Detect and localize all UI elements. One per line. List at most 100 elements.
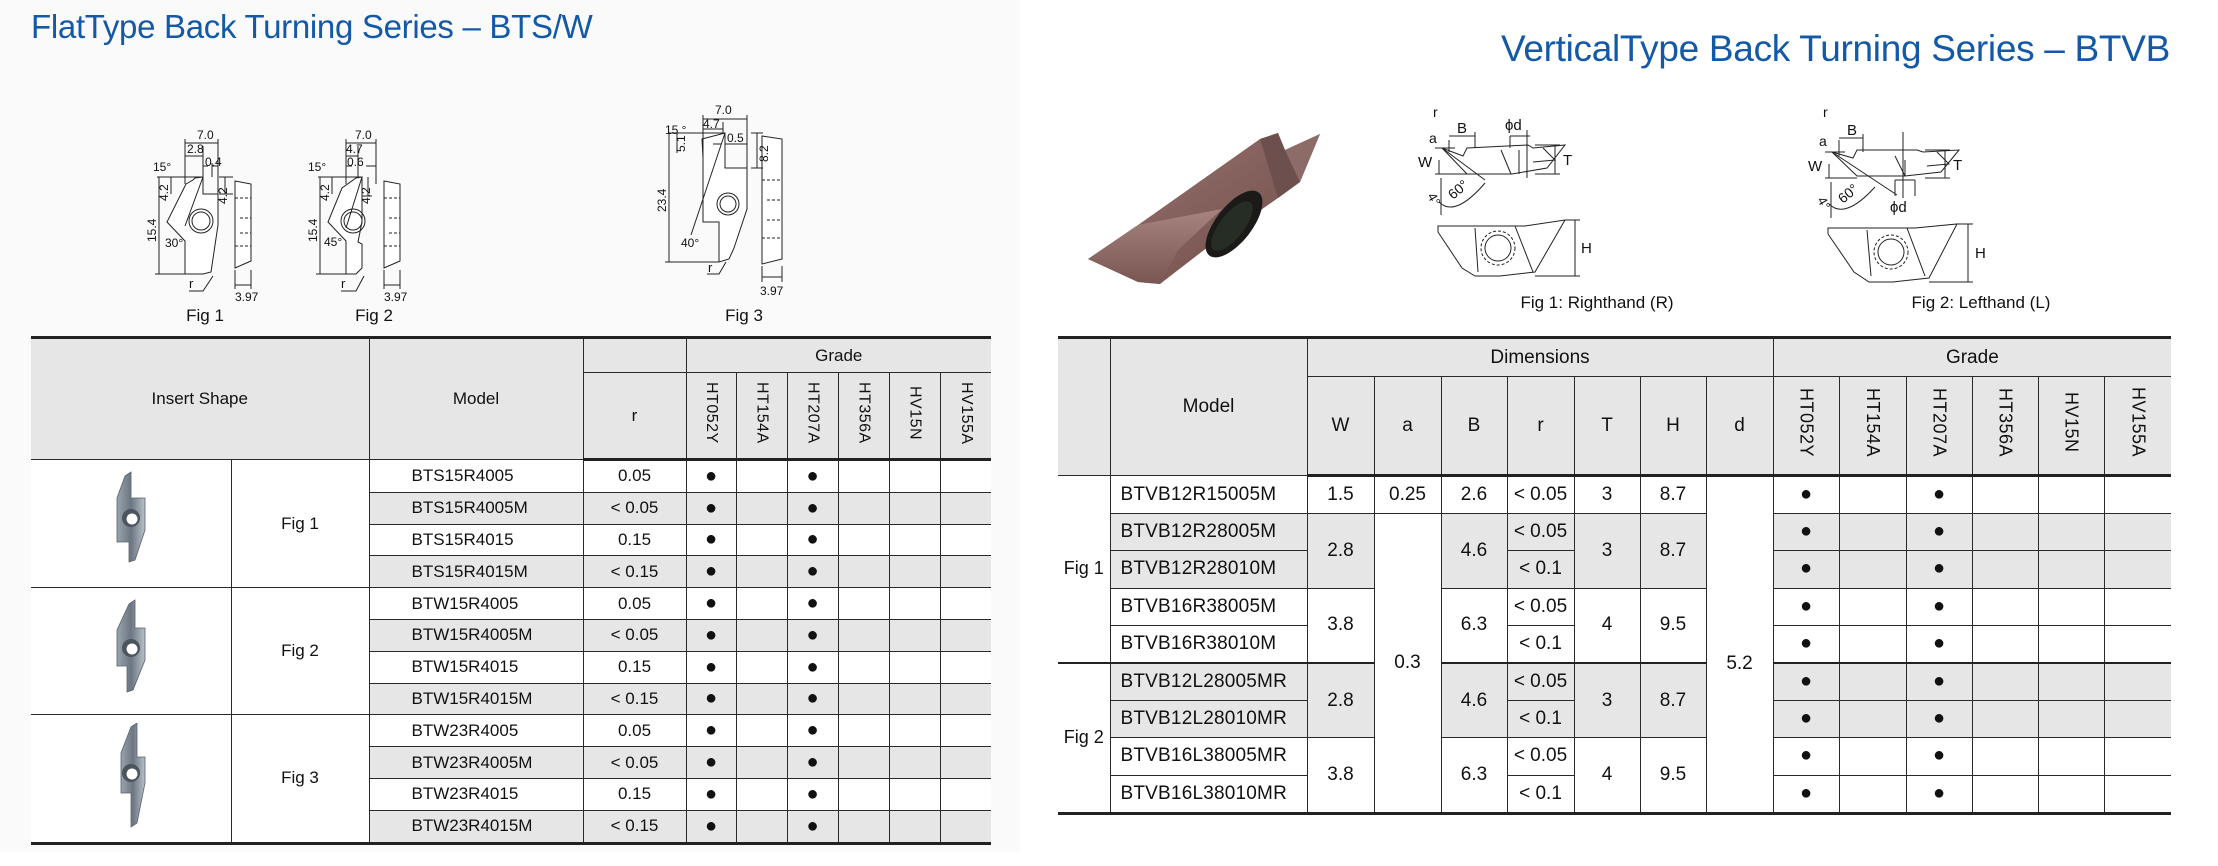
header-dim-w: W <box>1306 376 1375 477</box>
rh-dim-angle-large: 60° <box>1445 176 1472 202</box>
grade-cell-ht207a: ● <box>786 587 839 620</box>
grade-cell-ht052y: ● <box>685 809 737 844</box>
dim-t-cell: 4 <box>1573 587 1641 664</box>
fig1-dim-length: 15.4 <box>145 218 159 242</box>
fig2-dim-h-left: 4.2 <box>318 184 332 201</box>
grade-cell-hv15n <box>888 777 941 811</box>
btvb-insert-photo <box>1082 124 1332 289</box>
grade-cell-hv155a <box>939 682 992 716</box>
table-row: BTW15R4005M< 0.05●● <box>31 618 992 652</box>
available-dot-icon: ● <box>1800 557 1813 580</box>
grade-cell-hv155a <box>939 587 992 620</box>
model-cell: BTVB12L28010MR <box>1109 700 1308 739</box>
r-cell: < 0.05 <box>582 746 687 779</box>
available-dot-icon: ● <box>1933 781 1946 804</box>
available-dot-icon: ● <box>806 687 819 710</box>
available-dot-icon: ● <box>806 592 819 615</box>
grade-cell-ht207a: ● <box>786 555 839 589</box>
dim-w-cell: 2.8 <box>1306 661 1375 739</box>
available-dot-icon: ● <box>1800 483 1813 506</box>
dim-b-cell: 4.6 <box>1440 661 1508 739</box>
grade-cell-ht154a <box>1838 624 1907 664</box>
available-dot-icon: ● <box>806 751 819 774</box>
grade-cell-hv155a <box>939 714 992 748</box>
grade-cell-ht356a <box>1971 550 2039 589</box>
grade-cell-ht356a <box>837 523 890 557</box>
grade-cell-hv15n <box>2037 624 2105 664</box>
available-dot-icon: ● <box>704 560 718 583</box>
available-dot-icon: ● <box>704 782 718 805</box>
available-dot-icon: ● <box>704 655 718 678</box>
model-cell: BTS15R4005M <box>368 491 584 525</box>
dim-d-shared-cell: 5.2 <box>1705 475 1774 814</box>
grade-cell-hv15n <box>888 809 941 844</box>
grade-cell-hv15n <box>2037 737 2105 776</box>
dim-r-cell: < 0.05 <box>1506 661 1575 702</box>
header-grade-ht052y: HT052Y <box>1772 376 1840 477</box>
grade-cell-ht052y: ● <box>685 777 737 811</box>
grade-cell-hv15n <box>888 459 941 493</box>
grade-cell-ht207a: ● <box>786 618 839 652</box>
dim-t-cell: 3 <box>1573 513 1641 589</box>
model-cell: BTVB12L28005MR <box>1109 661 1308 702</box>
grade-cell-ht356a <box>837 587 890 620</box>
grade-cell-ht052y: ● <box>685 587 737 620</box>
grade-cell-ht154a <box>735 682 788 716</box>
grade-cell-hv155a <box>939 459 992 493</box>
r-cell: 0.05 <box>582 459 687 493</box>
model-cell: BTS15R4015M <box>368 555 584 589</box>
fig3-label: Fig 3 <box>725 306 763 325</box>
header-fig-blank <box>1058 337 1111 476</box>
fig2-dim-angle-side: 45° <box>324 235 342 249</box>
righthand-drawing: r a B ϕd W T H 4° 60° <box>1415 100 1675 290</box>
model-cell: BTW23R4015M <box>368 809 584 844</box>
dim-w-cell: 3.8 <box>1306 587 1375 664</box>
available-dot-icon: ● <box>1800 670 1813 693</box>
r-cell: < 0.15 <box>582 682 687 716</box>
available-dot-icon: ● <box>1800 707 1813 730</box>
grade-cell-hv155a <box>2103 624 2172 664</box>
fig1-dim-h-right: 4.2 <box>216 187 230 204</box>
fig2-dim-angle-top: 15° <box>308 160 326 174</box>
grade-cell-ht207a: ● <box>786 459 839 493</box>
table-row: BTVB16L38010MR< 0.1●● <box>1058 774 2172 814</box>
grade-cell-hv155a <box>939 618 992 652</box>
available-dot-icon: ● <box>1933 520 1946 543</box>
grade-cell-hv15n <box>888 523 941 557</box>
right-series-title: VerticalType Back Turning Series – BTVB <box>1500 28 2170 69</box>
grade-cell-ht356a <box>1971 737 2039 776</box>
grade-cell-hv155a <box>939 746 992 779</box>
available-dot-icon: ● <box>806 560 819 583</box>
grade-cell-ht154a <box>735 491 788 525</box>
fig3-dim-step: 4.7 <box>703 117 720 131</box>
table-row: BTVB12R28010M< 0.1●● <box>1058 550 2172 589</box>
model-cell: BTVB16L38010MR <box>1109 774 1308 814</box>
insert-photo-fig3 <box>109 722 153 833</box>
grade-cell-ht356a <box>1971 661 2039 702</box>
available-dot-icon: ● <box>806 719 819 742</box>
fig3-dim-width: 7.0 <box>715 103 732 117</box>
available-dot-icon: ● <box>1933 744 1946 767</box>
grade-cell-ht052y: ● <box>1772 587 1840 626</box>
r-cell: < 0.05 <box>582 491 687 525</box>
grade-cell-ht207a: ● <box>1905 513 1973 552</box>
available-dot-icon: ● <box>1800 744 1813 767</box>
dim-r-cell: < 0.1 <box>1506 624 1575 664</box>
fig1-dim-radius: r <box>189 276 194 291</box>
available-dot-icon: ● <box>704 751 718 774</box>
fig1-label: Fig 1 <box>186 306 224 325</box>
header-grade-ht207a: HT207A <box>1905 376 1973 477</box>
fig1-dim-angle-top: 15° <box>153 160 171 174</box>
grade-cell-ht154a <box>735 459 788 493</box>
header-dimensions: Dimensions <box>1306 337 1774 377</box>
dim-r-cell: < 0.1 <box>1506 550 1575 589</box>
grade-cell-hv15n <box>888 714 941 748</box>
dim-r-cell: < 0.05 <box>1506 587 1575 626</box>
grade-cell-ht207a: ● <box>1905 737 1973 776</box>
grade-cell-ht356a <box>837 682 890 716</box>
available-dot-icon: ● <box>704 592 718 615</box>
grade-cell-hv155a <box>939 491 992 525</box>
grade-cell-ht154a <box>735 714 788 748</box>
grade-cell-ht154a <box>1838 513 1907 552</box>
